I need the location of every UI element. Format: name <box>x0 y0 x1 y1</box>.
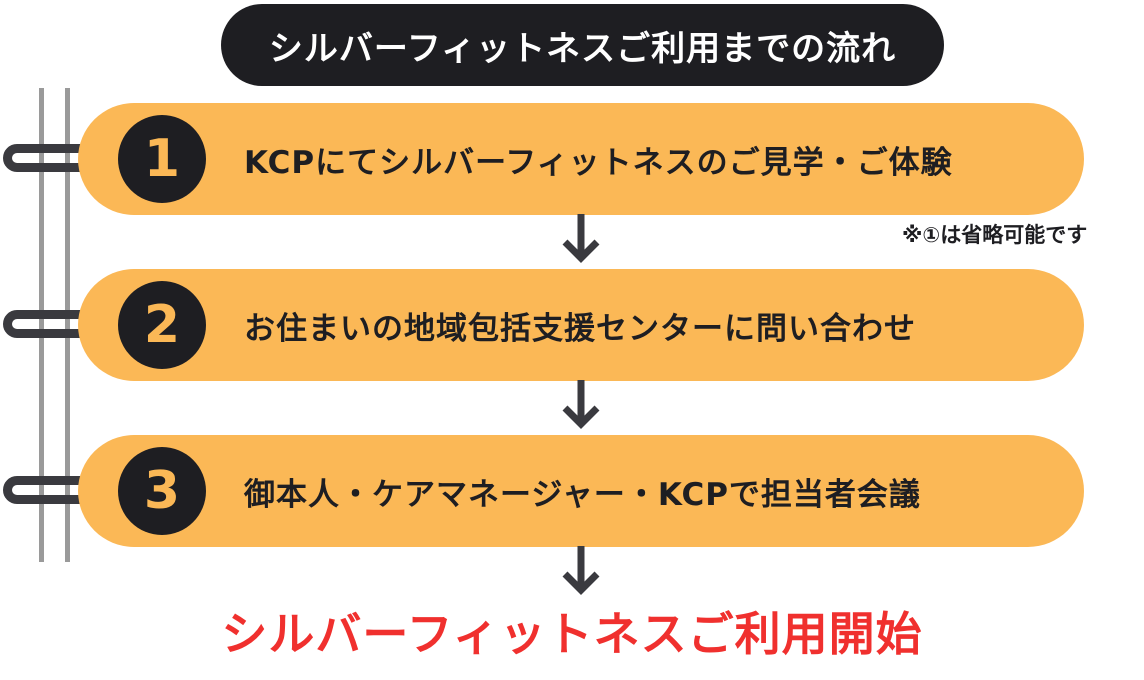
final-step-text: シルバーフィットネスご利用開始 <box>221 607 923 661</box>
flow-title: シルバーフィットネスご利用までの流れ <box>221 4 944 86</box>
step-label: KCPにてシルバーフィットネスのご見学・ご体験 <box>244 144 953 181</box>
step-2: 2 お住まいの地域包括支援センターに問い合わせ <box>78 269 1084 381</box>
step-label: 御本人・ケアマネージャー・KCPで担当者会議 <box>244 476 921 513</box>
step-1: 1 KCPにてシルバーフィットネスのご見学・ご体験 <box>78 103 1084 215</box>
binder-rail-left <box>39 88 44 562</box>
step-label: お住まいの地域包括支援センターに問い合わせ <box>244 310 916 347</box>
arrow-down-icon <box>562 380 600 429</box>
arrow-down-icon <box>562 546 600 595</box>
step-number-badge: 1 <box>118 115 206 203</box>
step-3: 3 御本人・ケアマネージャー・KCPで担当者会議 <box>78 435 1084 547</box>
binder-rail-right <box>65 88 70 562</box>
step-note: ※①は省略可能です <box>902 223 1088 247</box>
step-number-badge: 3 <box>118 447 206 535</box>
step-number-badge: 2 <box>118 281 206 369</box>
arrow-down-icon <box>562 214 600 263</box>
